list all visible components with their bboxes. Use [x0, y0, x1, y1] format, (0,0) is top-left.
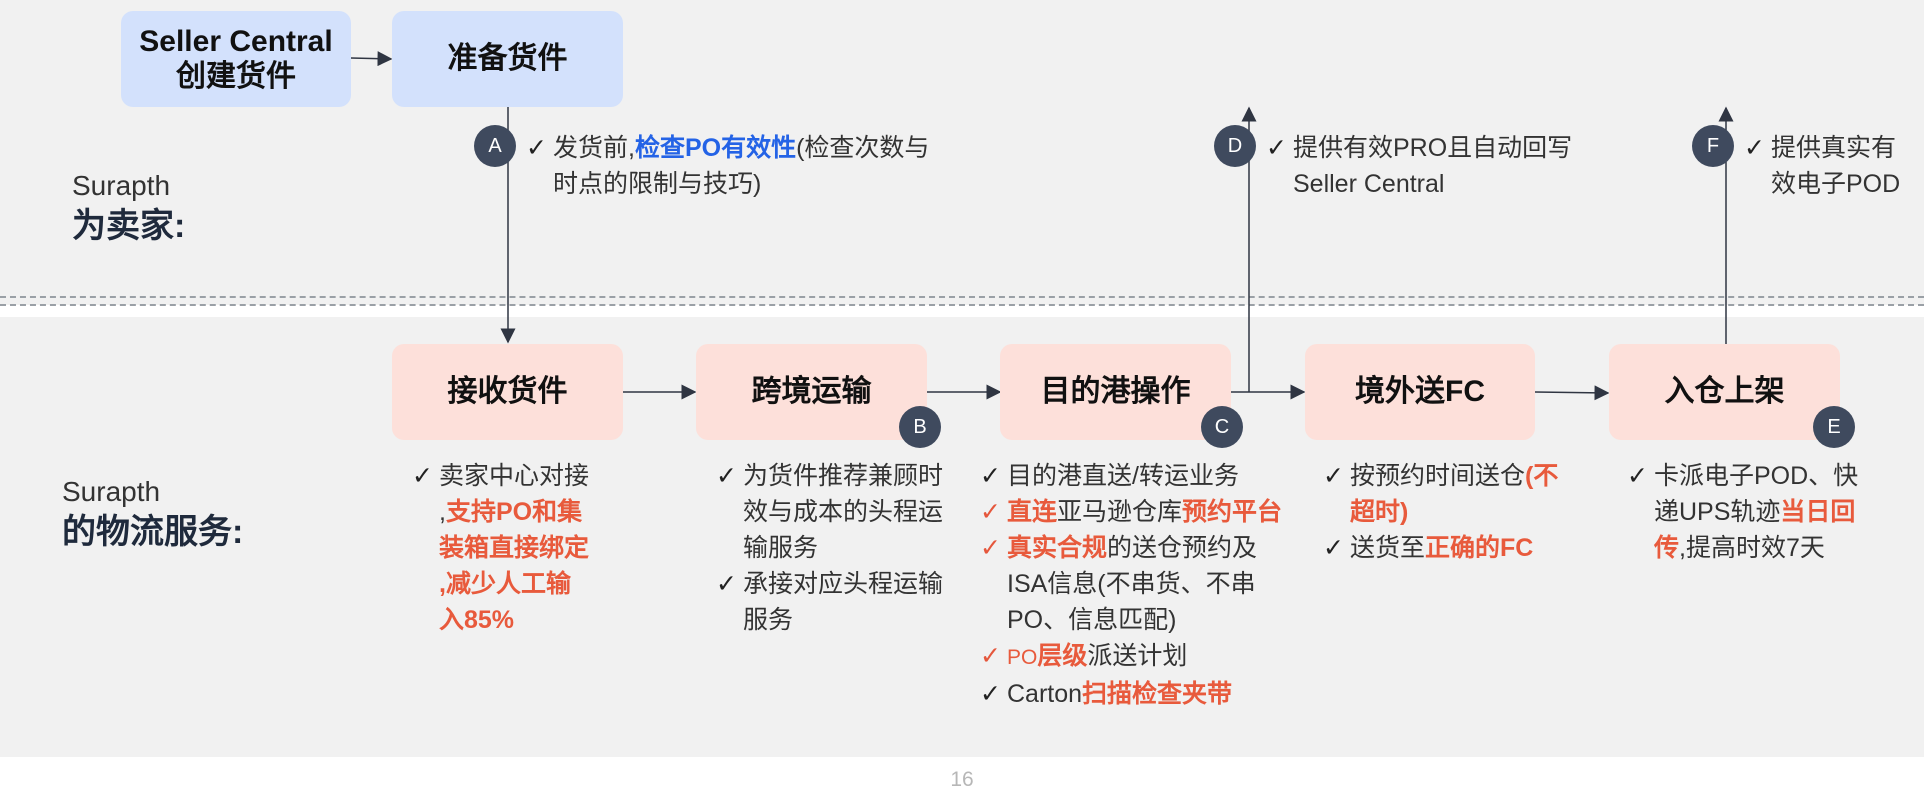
box-inbound: 入仓上架: [1609, 344, 1840, 440]
note-port-item5-b: 扫描检查夹带: [1082, 680, 1233, 708]
note-a-highlight: 检查PO有效性: [634, 134, 797, 162]
box-delivery-label: 境外送FC: [1355, 375, 1485, 409]
check-icon: ✓: [1744, 134, 1765, 162]
note-d-line2: Seller Central: [1293, 170, 1445, 198]
check-icon: ✓: [1323, 534, 1344, 562]
note-port-item4-c: 派送计划: [1087, 642, 1188, 670]
box-port: 目的港操作: [1000, 344, 1231, 440]
box-prepare-shipment-label: 准备货件: [447, 42, 568, 76]
box-transport: 跨境运输: [696, 344, 927, 440]
note-a-line2: 时点的限制与技巧): [553, 170, 762, 198]
marker-e: E: [1813, 406, 1855, 448]
note-receive-line1: 卖家中心对接: [439, 462, 590, 490]
logistics-label: Surapth 的物流服务:: [62, 474, 243, 555]
check-icon: ✓: [980, 642, 1001, 670]
note-inbound-line2-b: 当日回: [1780, 498, 1856, 526]
note-transport-item1-l1: 为货件推荐兼顾时: [743, 462, 944, 490]
check-icon: ✓: [980, 462, 1001, 490]
note-port-item2-b: 亚马逊仓库: [1057, 498, 1183, 526]
note-transport: ✓为货件推荐兼顾时 效与成本的头程运 输服务 ✓承接对应头程运输 服务: [716, 458, 943, 638]
note-port-item3-a: 真实合规: [1007, 534, 1108, 562]
marker-a: A: [474, 125, 516, 167]
note-port-item4-a: PO: [1007, 646, 1038, 669]
note-receive-line4: ,减少人工输: [439, 570, 571, 598]
note-delivery-item2-b: 正确的FC: [1425, 534, 1534, 562]
note-port-item1: 目的港直送/转运业务: [1007, 462, 1239, 490]
note-d-line1: 提供有效PRO且自动回写: [1293, 134, 1573, 162]
note-receive-line2-a: ,: [439, 498, 446, 526]
box-create-shipment-line2: 创建货件: [175, 60, 296, 93]
note-port-item2-c: 预约平台: [1182, 498, 1283, 526]
note-port-item3-c: ISA信息(不串货、不串: [1007, 570, 1256, 598]
note-a: ✓发货前,检查PO有效性(检查次数与 时点的限制与技巧): [526, 130, 929, 202]
note-transport-item1-l2: 效与成本的头程运: [743, 498, 944, 526]
note-f-line1: 提供真实有: [1771, 134, 1897, 162]
note-d: ✓提供有效PRO且自动回写 Seller Central: [1266, 130, 1572, 202]
box-create-shipment-line1: Seller Central: [139, 24, 333, 58]
note-inbound-line1: 卡派电子POD、快: [1654, 462, 1859, 490]
marker-b: B: [899, 406, 941, 448]
note-inbound-line2-a: 递UPS轨迹: [1654, 498, 1781, 526]
box-receive: 接收货件: [392, 344, 623, 440]
check-icon: ✓: [526, 134, 547, 162]
box-transport-label: 跨境运输: [751, 375, 872, 409]
page-number: 16: [950, 768, 974, 791]
box-create-shipment: Seller Central 创建货件: [121, 11, 351, 107]
note-inbound-line3-b: ,提高时效7天: [1679, 534, 1825, 562]
note-port-item3-d: PO、信息匹配): [1007, 606, 1177, 634]
note-a-p3: (检查次数与: [796, 134, 930, 162]
arrow-create-to-prepare: [350, 51, 393, 67]
note-port: ✓目的港直送/转运业务 ✓直连亚马逊仓库预约平台 ✓真实合规的送仓预约及 ISA…: [980, 458, 1282, 712]
note-delivery-item1-c: 超时): [1350, 498, 1409, 526]
note-delivery-item2-a: 送货至: [1350, 534, 1426, 562]
arrow-delivery-to-inbound: [1534, 385, 1610, 401]
note-receive-line5: 入85%: [439, 606, 515, 634]
marker-d: D: [1214, 125, 1256, 167]
check-icon: ✓: [980, 680, 1001, 708]
note-transport-item2-l2: 服务: [743, 606, 794, 634]
check-icon: ✓: [412, 462, 433, 490]
note-port-item2-a: 直连: [1007, 498, 1058, 526]
note-delivery-item1-b: (不: [1525, 462, 1559, 490]
note-delivery-item1-a: 按预约时间送仓: [1350, 462, 1526, 490]
marker-c: C: [1201, 406, 1243, 448]
note-f-line2: 效电子POD: [1771, 170, 1901, 198]
band-divider: [0, 296, 1924, 306]
note-transport-item1-l3: 输服务: [743, 534, 819, 562]
box-receive-label: 接收货件: [447, 375, 568, 409]
note-port-item4-b: 层级: [1037, 642, 1088, 670]
seller-label-cn: 为卖家:: [72, 207, 186, 246]
note-port-item3-b: 的送仓预约及: [1107, 534, 1258, 562]
note-delivery: ✓按预约时间送仓(不 超时) ✓送货至正确的FC: [1323, 458, 1558, 566]
note-port-item5-a: Carton: [1007, 680, 1083, 708]
check-icon: ✓: [1266, 134, 1287, 162]
note-receive-line2-b: 支持PO和集: [445, 498, 583, 526]
note-inbound-line3-a: 传: [1654, 534, 1680, 562]
marker-f: F: [1692, 125, 1734, 167]
check-icon: ✓: [1323, 462, 1344, 490]
seller-label: Surapth 为卖家:: [72, 168, 185, 249]
logistics-label-cn: 的物流服务:: [62, 513, 244, 552]
note-f: ✓提供真实有 效电子POD: [1744, 130, 1900, 202]
logistics-label-en: Surapth: [62, 476, 161, 507]
check-icon: ✓: [1627, 462, 1648, 490]
note-a-p1: 发货前,: [553, 134, 635, 162]
check-icon: ✓: [980, 534, 1001, 562]
seller-label-en: Surapth: [72, 170, 171, 201]
box-delivery: 境外送FC: [1305, 344, 1535, 440]
box-prepare-shipment: 准备货件: [392, 11, 623, 107]
box-inbound-label: 入仓上架: [1664, 375, 1785, 409]
note-receive: ✓卖家中心对接 ,支持PO和集 装箱直接绑定 ,减少人工输 入85%: [412, 458, 589, 638]
note-inbound: ✓卡派电子POD、快 递UPS轨迹当日回 传,提高时效7天: [1627, 458, 1858, 566]
check-icon: ✓: [716, 570, 737, 598]
check-icon: ✓: [716, 462, 737, 490]
box-port-label: 目的港操作: [1040, 375, 1191, 409]
note-transport-item2-l1: 承接对应头程运输: [743, 570, 944, 598]
note-receive-line3: 装箱直接绑定: [439, 534, 590, 562]
check-icon: ✓: [980, 498, 1001, 526]
